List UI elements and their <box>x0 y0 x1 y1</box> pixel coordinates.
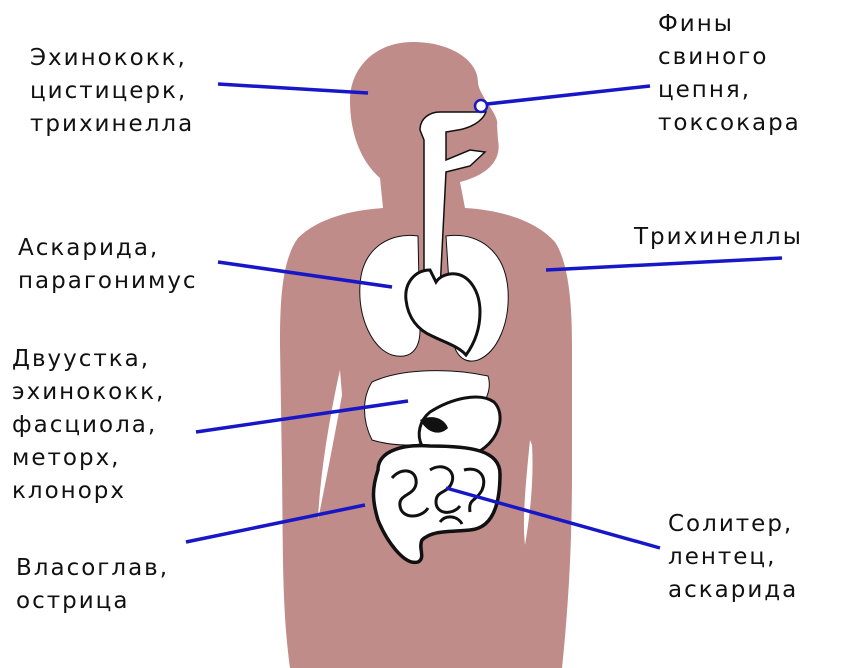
label-line: Трихинеллы <box>634 221 803 254</box>
label-line: аскарида <box>668 574 798 607</box>
label-line: токсокара <box>658 107 801 140</box>
pointer-muscle <box>546 258 782 270</box>
label-line: фасциола, <box>12 409 165 442</box>
label-line: трихинелла <box>30 108 194 141</box>
label-muscle: Трихинеллы <box>634 221 803 254</box>
label-line: Аскарида, <box>18 232 198 265</box>
label-line: эхинококк, <box>12 376 165 409</box>
pointer-eye <box>487 86 650 104</box>
label-line: острица <box>16 585 169 618</box>
label-line: парагонимус <box>18 265 198 298</box>
label-gut: Солитер,лентец,аскарида <box>668 508 798 607</box>
label-line: свиного <box>658 41 801 74</box>
label-lungs: Аскарида,парагонимус <box>18 232 198 298</box>
label-line: клонорх <box>12 475 165 508</box>
eye-marker <box>475 100 487 112</box>
label-intestine: Власоглав,острица <box>16 552 169 618</box>
label-line: цепня, <box>658 74 801 107</box>
label-line: Эхинококк, <box>30 42 194 75</box>
pointer-head <box>218 84 368 93</box>
label-line: Двуустка, <box>12 343 165 376</box>
label-line: Солитер, <box>668 508 798 541</box>
label-line: меторх, <box>12 442 165 475</box>
label-line: цистицерк, <box>30 75 194 108</box>
label-line: Власоглав, <box>16 552 169 585</box>
label-line: лентец, <box>668 541 798 574</box>
label-liver: Двуустка,эхинококк,фасциола,меторх,клоно… <box>12 343 165 508</box>
label-head: Эхинококк,цистицерк,трихинелла <box>30 42 194 141</box>
label-line: Фины <box>658 8 801 41</box>
